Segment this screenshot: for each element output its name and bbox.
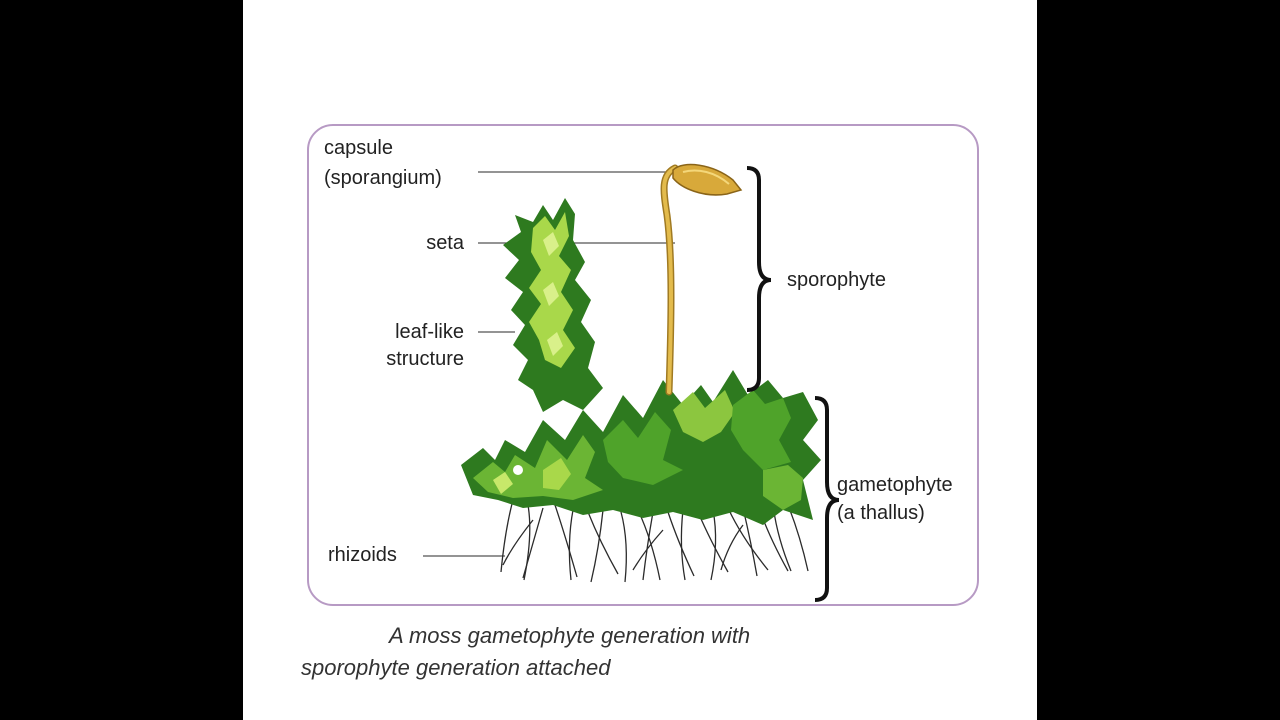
structure-label: structure	[386, 348, 464, 370]
diagram-frame	[307, 124, 979, 606]
gametophyte-label: gametophyte	[837, 474, 953, 496]
thallus-label: (a thallus)	[837, 502, 925, 524]
sporophyte-label: sporophyte	[787, 269, 886, 291]
capsule-label: capsule	[324, 137, 393, 159]
capsule-shape	[672, 163, 743, 196]
seta-label: seta	[426, 232, 464, 254]
gametophyte-bracket	[814, 396, 840, 602]
highlight-dot	[513, 465, 523, 475]
caption-line-2: sporophyte generation attached	[301, 655, 611, 680]
leaf-like-label: leaf-like	[395, 321, 464, 343]
leafy-stem	[503, 198, 603, 412]
moss-illustration	[423, 163, 840, 602]
caption-line-1: A moss gametophyte generation with	[389, 623, 751, 648]
rhizoids-label: rhizoids	[328, 544, 397, 566]
slide: capsule (sporangium) seta leaf-like stru…	[243, 0, 1037, 720]
sporophyte-bracket	[746, 166, 772, 392]
sporophyte-stalk	[660, 163, 743, 396]
sporangium-label: (sporangium)	[324, 167, 442, 189]
gametophyte-clump	[461, 370, 821, 525]
